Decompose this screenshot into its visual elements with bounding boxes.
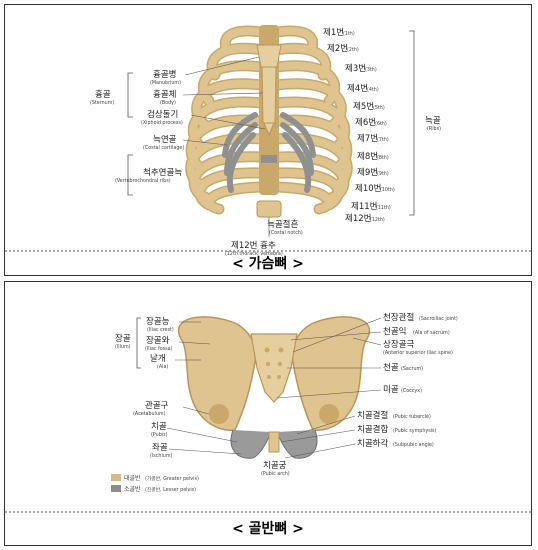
acetabulum-label: 관골구: [145, 400, 169, 411]
rib-label-9: 제9번: [357, 168, 378, 178]
coccyx-label: 미골: [383, 385, 399, 395]
rib-label-en-2: (2th): [347, 47, 359, 53]
vertebrochondral-label: 척추연골늑: [143, 168, 182, 178]
pelvis-caption: < 골반뼈 >: [232, 520, 304, 537]
rib-label-en-12: (12th): [370, 217, 385, 223]
rib-label-11: 제11번: [351, 202, 377, 212]
pubis-label: 치골: [151, 422, 167, 432]
legend-lesser-en: (진골반, Lesser pelvis): [145, 486, 196, 493]
sacroiliac-label: 천장관절: [383, 312, 414, 323]
coccyx-label-en: (Coccyx): [401, 388, 422, 394]
pubic-arch-label-en: (Pubic arch): [261, 471, 290, 477]
ala-sacrum-label: 천골익: [383, 326, 406, 337]
asis-label-en: (Anterior superior iliac spine): [383, 350, 453, 356]
rib-label-en-8: (8th): [377, 155, 389, 161]
pelvis-panel: 장골능 (Iliac crest) 장골와 (Iliac fossa) 날개 (…: [4, 281, 532, 546]
pubic-tubercle-label: 치골결절: [357, 410, 388, 421]
acetabulum-label-en: (Acetabulum): [133, 411, 166, 417]
sacrum-label: 천골: [383, 362, 399, 373]
rib-label-4: 제4번: [347, 84, 368, 94]
costal-cartilage-label: 늑연골: [153, 135, 177, 145]
rib-label-7: 제7번: [357, 134, 378, 144]
costal-cartilage-label-en: (Costal cartilage): [143, 145, 184, 151]
symphysis-label: 치골결합: [357, 424, 388, 435]
rib-label-2: 제2번: [327, 44, 348, 54]
pelvis-diagram: 장골능 (Iliac crest) 장골와 (Iliac fossa) 날개 (…: [5, 282, 531, 545]
rib-label-10: 제10번: [355, 184, 381, 194]
rib-label-en-3: (3th): [365, 67, 377, 73]
rib-label-en-4: (4th): [367, 87, 379, 93]
rib-label-6: 제6번: [355, 118, 376, 128]
ribs-group-label-en: (Ribs): [427, 126, 441, 132]
iliac-crest-label-en: (Iliac crest): [147, 327, 174, 333]
rib-label-en-5: (5th): [373, 105, 385, 111]
rib-label-en-1: (1th): [343, 31, 355, 37]
rib-label-3: 제3번: [345, 64, 366, 74]
rib-label-12: 제12번: [345, 214, 371, 224]
rib-label-1: 제1번: [323, 28, 344, 38]
manubrium-label: 흉골병: [153, 69, 176, 80]
ilium-label-en: (Illum): [115, 344, 131, 350]
sacroiliac-label-en: (Sacroiliac joint): [419, 316, 458, 322]
ribs-group-label: 늑골: [425, 116, 441, 126]
sternum-label-en: (Sternum): [90, 100, 114, 106]
asis-label: 상장골극: [383, 339, 414, 350]
sacrum-label-en: (Sacrum): [401, 366, 423, 372]
costal-notch-label: 늑골절흔: [267, 219, 298, 230]
ilium-label: 장골: [115, 333, 131, 344]
rib-label-en-7: (7th): [377, 137, 389, 143]
rib-label-en-10: (10th): [380, 187, 395, 193]
legend-greater-en: (가골반, Greater pelvis): [145, 475, 199, 482]
pelvis-legend: 대골반 (가골반, Greater pelvis) 소골반 (진골반, Less…: [111, 474, 199, 493]
pubic-arch-label: 치골궁: [263, 461, 287, 471]
rib-label-8: 제8번: [357, 152, 378, 162]
ischium-label: 좌골: [152, 443, 168, 453]
body-label-en: (Body): [160, 100, 176, 106]
ribcage-panel: 흉골 (Sternum) 흉골병 (Manubrium) 흉골체 (Body) …: [4, 4, 532, 276]
rib-label-en-6: (6th): [375, 121, 387, 127]
xiphoid-label: 검상돌기: [147, 109, 178, 120]
t12-label: 제12번 흉추: [231, 240, 276, 251]
iliac-crest-label: 장골능: [146, 316, 170, 327]
iliac-fossa-label: 장골와: [146, 335, 170, 346]
body-label: 흉골체: [153, 89, 176, 100]
vertebrochondral-label-en: (Vertebrochondral ribs): [115, 178, 171, 184]
rib-label-en-11: (11th): [376, 205, 391, 211]
xiphoid-label-en: (Xiphoid process): [141, 120, 183, 126]
symphysis-label-en: (Pubic symphysis): [393, 428, 437, 434]
pubis-label-en: (Pubis): [151, 432, 168, 438]
rib-label-en-9: (9th): [377, 171, 389, 177]
legend-lesser-label: 소골반: [124, 485, 141, 493]
costal-notch-label-en: (Costal notch): [269, 230, 303, 236]
sternum-group-label: 흉골 (Sternum): [90, 73, 133, 117]
rib-label-5: 제5번: [353, 102, 374, 112]
chest-caption: < 가슴뼈 >: [232, 255, 304, 272]
iliac-fossa-label-en: (Iliac fossa): [145, 346, 173, 352]
ala-label: 날개: [150, 353, 166, 364]
manubrium-label-en: (Manubrium): [150, 80, 181, 86]
pelvis-graphic: [179, 317, 370, 458]
subpubic-label-en: (Subpubic angle): [393, 442, 434, 448]
ribcage-diagram: 흉골 (Sternum) 흉골병 (Manubrium) 흉골체 (Body) …: [5, 5, 531, 275]
pubic-tubercle-label-en: (Pubic tubercle): [393, 414, 431, 420]
ala-label-en: (Ala): [157, 364, 168, 370]
subpubic-label: 치골하각: [357, 438, 388, 449]
ala-sacrum-label-en: (Ala of sacrum): [413, 330, 450, 336]
ischium-label-en: (Ischium): [150, 453, 173, 459]
sternum-label: 흉골: [95, 89, 111, 100]
legend-greater-label: 대골반: [124, 474, 141, 482]
